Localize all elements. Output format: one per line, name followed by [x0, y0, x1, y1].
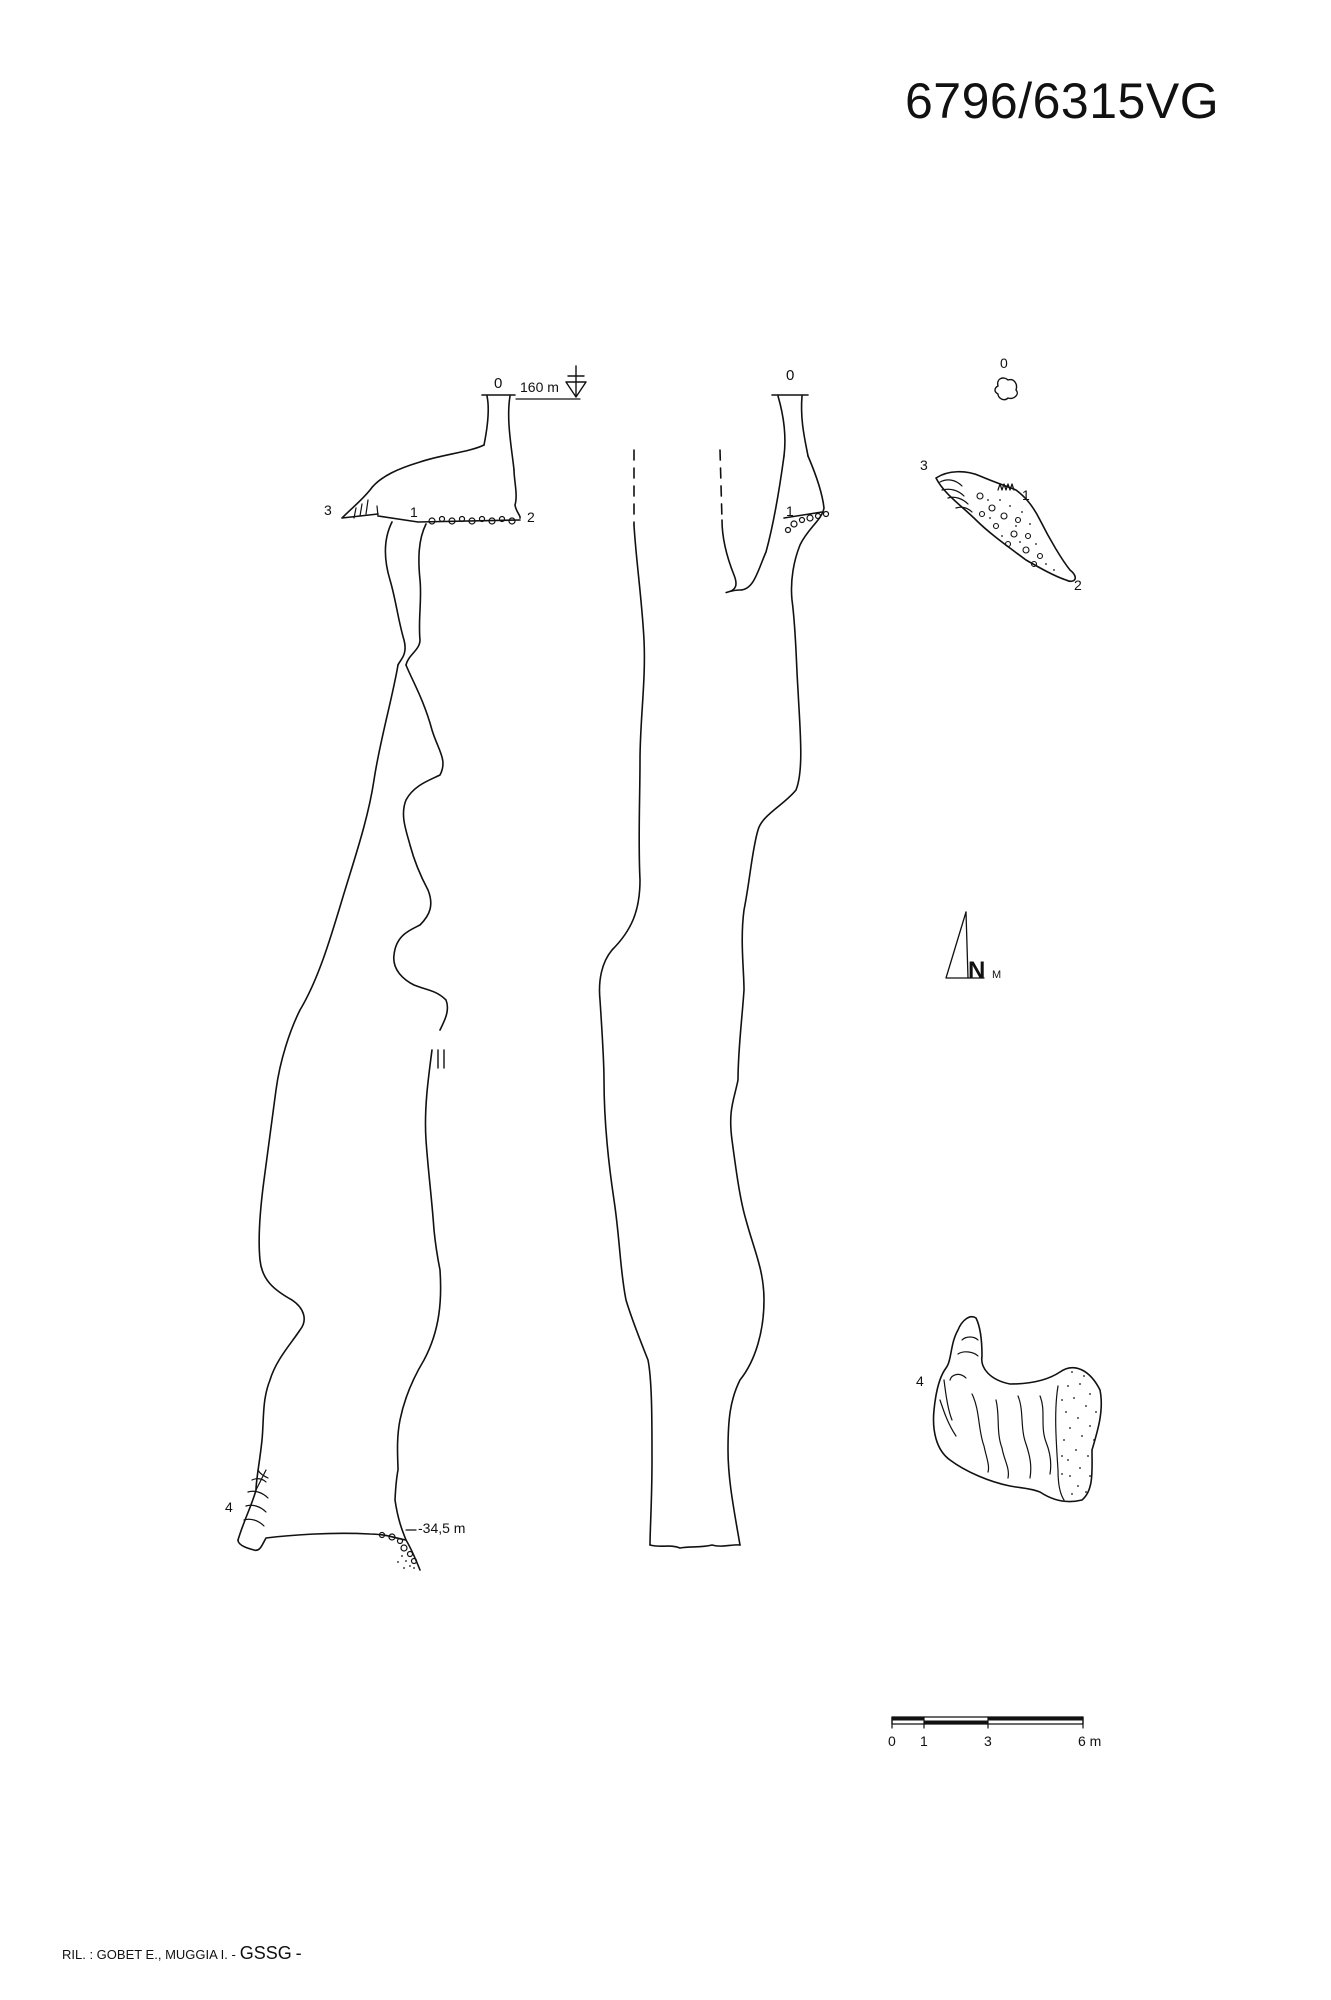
section-a-floor-1 — [377, 515, 521, 523]
north-letter: N — [968, 957, 985, 984]
plan-station-3: 3 — [920, 457, 928, 473]
plan-chamber-steps — [997, 483, 1015, 491]
section-b-floor-1 — [783, 511, 823, 519]
section-b-dashed-right — [719, 449, 723, 521]
scale-bar: 0 1 3 6 m — [888, 1716, 1101, 1749]
plan-chamber-debris — [976, 492, 1044, 568]
section-b-debris-1 — [784, 510, 830, 534]
section-a-shaft-left — [384, 521, 406, 666]
north-magnetic-label: M — [992, 969, 1001, 981]
section-a-upper-chamber — [341, 444, 521, 519]
section-a-station-0: 0 — [494, 375, 502, 392]
plan-bottom-divider — [1055, 1385, 1065, 1501]
scale-bar-ticks — [891, 1716, 1084, 1729]
scale-label-0: 0 — [888, 1733, 896, 1749]
scale-bar-seg-2 — [924, 1720, 988, 1724]
plan-bottom-outline — [932, 1315, 1103, 1503]
plan-chamber-scallops — [939, 479, 973, 513]
credits-tail: - — [295, 1943, 302, 1963]
section-a-entrance — [481, 394, 516, 471]
section-b: 0 1 — [598, 367, 830, 1549]
plan-station-1: 1 — [1022, 487, 1030, 503]
plan-bottom-scallops — [939, 1336, 1052, 1479]
section-a-bottom-right-wall — [405, 1539, 421, 1571]
plan-station-4: 4 — [916, 1373, 924, 1389]
section-a-debris-1 — [428, 515, 516, 525]
bottom-depth-label: -34,5 m — [418, 1520, 465, 1536]
scale-label-3: 3 — [984, 1733, 992, 1749]
scale-bar-seg-1 — [892, 1717, 924, 1721]
plan-station-2: 2 — [1074, 577, 1082, 593]
plan-chamber-dots — [987, 499, 1055, 571]
section-b-entrance — [771, 394, 809, 457]
north-arrow: N M — [945, 911, 1001, 984]
section-b-left-wall — [598, 524, 653, 1546]
scale-label-1: 1 — [920, 1733, 928, 1749]
section-b-chamber — [727, 455, 825, 1546]
section-a-bottom — [237, 1532, 407, 1552]
plan-entrance-symbol — [994, 377, 1018, 401]
elevation-datum-marker — [565, 365, 587, 398]
plan-upper: 0 1 2 3 — [920, 355, 1082, 593]
scale-bar-seg-3 — [988, 1717, 1083, 1721]
plan-station-0: 0 — [1000, 355, 1008, 371]
north-arrow-triangle — [945, 911, 985, 979]
section-b-station-1: 1 — [786, 503, 794, 519]
credits-organization: GSSG — [239, 1943, 292, 1963]
section-a-station-2: 2 — [527, 509, 535, 525]
section-a: 0 160 m 1 2 3 4 -34,5 m — [225, 365, 587, 1571]
section-a-wall-scallops — [243, 1469, 269, 1527]
section-b-right-wall — [721, 455, 785, 594]
scale-label-6m: 6 m — [1078, 1733, 1101, 1749]
survey-credits: RIL. : GOBET E., MUGGIA I. - GSSG - — [62, 1943, 302, 1964]
section-a-shaft-right — [405, 523, 427, 666]
cave-id-title: 6796/6315VG — [905, 73, 1220, 129]
section-a-station-3: 3 — [324, 502, 332, 518]
section-a-wall-ticks-3 — [353, 499, 379, 519]
north-arrow-line — [965, 911, 969, 979]
section-a-right-wall-lower — [394, 1049, 442, 1541]
plan-chamber-outline — [935, 470, 1077, 583]
section-a-station-4: 4 — [225, 1499, 233, 1515]
section-b-bottom — [649, 1544, 741, 1549]
plan-bottom-dots — [1061, 1371, 1097, 1495]
section-b-station-0: 0 — [786, 367, 794, 384]
section-a-right-wall — [393, 664, 449, 1031]
section-a-station-1: 1 — [410, 504, 418, 520]
section-a-pitch-marks — [437, 1049, 445, 1069]
section-a-left-wall — [237, 664, 399, 1541]
entrance-elevation-label: 160 m — [520, 379, 559, 395]
credits-surveyors: RIL. : GOBET E., MUGGIA I. - — [62, 1947, 236, 1962]
section-a-bottom-dots — [397, 1555, 415, 1569]
plan-lower: 4 — [916, 1315, 1103, 1503]
